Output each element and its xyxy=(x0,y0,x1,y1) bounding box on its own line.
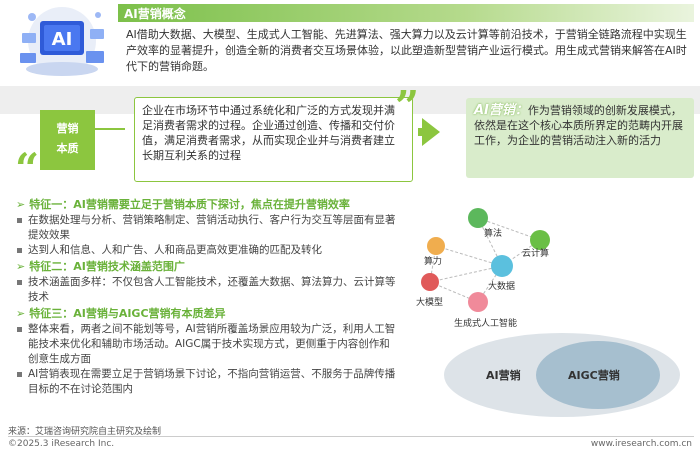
technology-diagram: 算法 算力 云计算 大数据 大模型 生成式人工智能 xyxy=(416,208,550,329)
node-cloud: 云计算 xyxy=(522,230,550,259)
node-bigdata-label: 大数据 xyxy=(488,280,515,292)
node-bigmodel-label: 大模型 xyxy=(416,296,443,308)
essence-label-line1: 营销 xyxy=(56,122,79,135)
ai-marketing-lead: AI营销： xyxy=(474,103,528,118)
house-icon xyxy=(421,273,439,291)
source-note: 来源：艾瑞咨询研究院自主研究及绘制 xyxy=(8,427,162,437)
intro-paragraph: AI借助大数据、大模型、生成式人工智能、先进算法、强大算力以及云计算等前沿技术，… xyxy=(126,28,687,73)
essence-connector xyxy=(95,128,125,130)
node-genai-label: 生成式人工智能 xyxy=(454,317,517,329)
feature-heading-2: ➢特征二：AI营销技术涵盖范围广 xyxy=(16,259,396,274)
section-title-bar: AI营销概念 xyxy=(118,4,694,22)
marketing-essence-label: 营销 本质 xyxy=(40,110,95,170)
ai-marketing-text: 作为营销领域的创新发展模式，依然是在这个核心本质所界定的范畴内开展工作，为企业的… xyxy=(474,104,683,147)
chip-icon xyxy=(427,237,445,255)
node-algorithm: 算法 xyxy=(468,208,502,239)
feature-heading-3: ➢特征三：AI营销与AIGC营销有本质差异 xyxy=(16,306,396,321)
triangle-bullet-icon: ➢ xyxy=(16,260,26,273)
footer-divider xyxy=(8,436,694,437)
feature-heading-3-text: 特征三：AI营销与AIGC营销有本质差异 xyxy=(29,307,226,320)
feature-heading-1-text: 特征一：AI营销需要立足于营销本质下探讨，焦点在提升营销效率 xyxy=(29,198,350,211)
features-list: ➢特征一：AI营销需要立足于营销本质下探讨，焦点在提升营销效率 在数据处理与分析… xyxy=(16,196,396,397)
node-cloud-label: 云计算 xyxy=(522,247,549,259)
copyright: ©2025.3 iResearch Inc. xyxy=(8,439,115,449)
essence-label-line2: 本质 xyxy=(56,142,79,155)
close-quote-icon: ” xyxy=(395,82,420,131)
node-bigmodel: 大模型 xyxy=(416,273,443,308)
person-data-icon xyxy=(491,255,513,277)
open-quote-icon: “ xyxy=(15,144,40,193)
ai-marketing-label: AI营销 xyxy=(486,368,521,382)
feature-1-bullet-2: 达到人和信息、人和广告、人和商品更高效更准确的匹配及转化 xyxy=(16,243,396,258)
essence-quote-box: 企业在市场环节中通过系统化和广泛的方式发现并满足消费者需求的过程。企业通过创造、… xyxy=(134,97,413,182)
feature-3-bullet-1: 整体来看，两者之间不能划等号，AI营销所覆盖场景应用较为广泛，利用人工智能技术来… xyxy=(16,322,396,367)
brain-icon xyxy=(468,292,488,312)
feature-1-bullet-1: 在数据处理与分析、营销策略制定、营销活动执行、客户行为交互等层面有显著提效效果 xyxy=(16,213,396,243)
node-algorithm-label: 算法 xyxy=(484,227,502,239)
website-url: www.iresearch.com.cn xyxy=(590,439,692,449)
aigc-marketing-label: AIGC营销 xyxy=(568,368,620,382)
triangle-bullet-icon: ➢ xyxy=(16,198,26,211)
feature-2-bullet-1: 技术涵盖面多样：不仅包含人工智能技术，还覆盖大数据、算法算力、云计算等技术 xyxy=(16,275,396,305)
cloud-icon xyxy=(530,230,550,250)
ai-hero-illustration: AI xyxy=(8,3,116,83)
ai-vs-aigc-venn: AI营销 AIGC营销 xyxy=(444,333,680,417)
ai-marketing-box: AI营销：作为营销领域的创新发展模式，依然是在这个核心本质所界定的范畴内开展工作… xyxy=(466,98,694,178)
feature-3-bullet-2: AI营销表现在需要立足于营销场景下讨论，不指向营销运营、不服务于品牌传播目标的不… xyxy=(16,367,396,397)
aigc-marketing-ellipse xyxy=(536,341,660,409)
network-icon xyxy=(468,208,488,228)
node-bigdata: 大数据 xyxy=(488,255,515,292)
node-compute: 算力 xyxy=(424,237,445,267)
feature-heading-2-text: 特征二：AI营销技术涵盖范围广 xyxy=(29,260,185,273)
hero-ai-label: AI xyxy=(52,29,73,50)
right-arrow-icon xyxy=(422,118,440,146)
section-title: AI营销概念 xyxy=(124,7,186,21)
feature-heading-1: ➢特征一：AI营销需要立足于营销本质下探讨，焦点在提升营销效率 xyxy=(16,197,396,212)
node-genai: 生成式人工智能 xyxy=(454,292,517,329)
node-compute-label: 算力 xyxy=(424,255,442,267)
triangle-bullet-icon: ➢ xyxy=(16,307,26,320)
